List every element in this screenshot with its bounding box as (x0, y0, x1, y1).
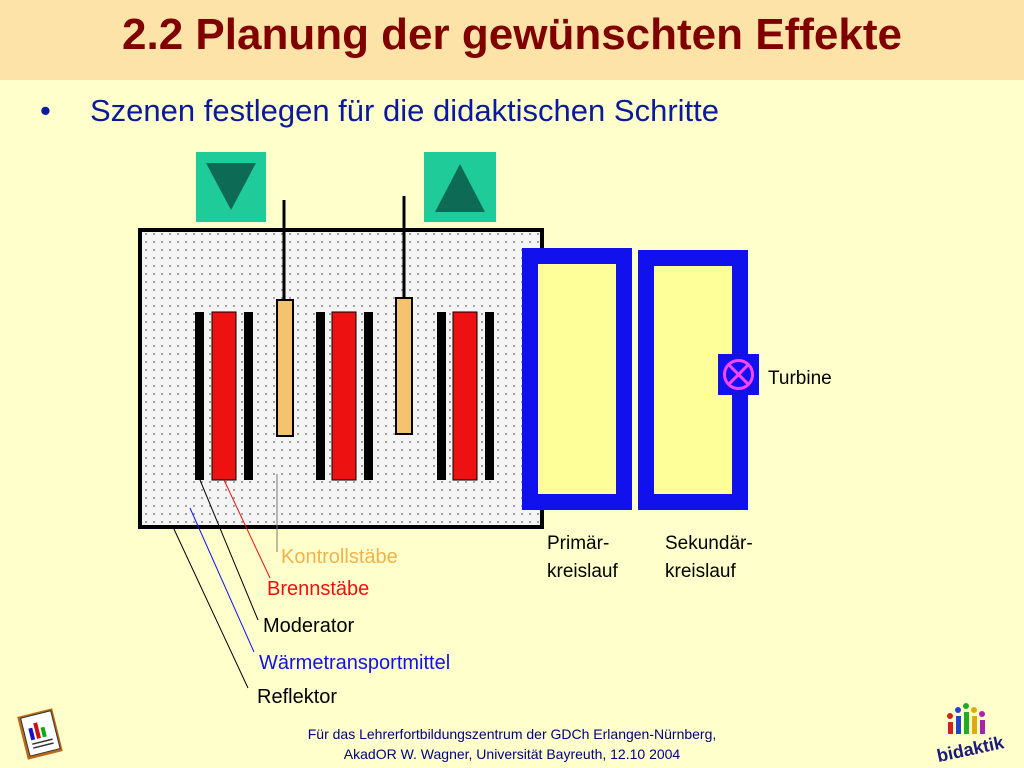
control-rod (395, 297, 413, 435)
primary-loop (522, 248, 632, 510)
label-sekundaer-line1: Sekundär- (665, 533, 753, 554)
leader-moderator (199, 479, 259, 621)
raise-rods-button[interactable] (424, 152, 496, 222)
circle-x-icon (723, 359, 754, 390)
document-chart-icon[interactable] (17, 708, 63, 760)
leader-waermetransport (189, 507, 255, 653)
bullet-text: Szenen festlegen für die didaktischen Sc… (90, 93, 719, 128)
triangle-down-icon (206, 163, 256, 210)
fuel-rod (331, 311, 357, 481)
fuel-rod (211, 311, 237, 481)
triangle-up-icon (435, 164, 485, 212)
bullet-item: • Szenen festlegen für die didaktischen S… (40, 93, 719, 129)
label-sekundaer-line2: kreislauf (665, 561, 736, 582)
label-brennstaebe: Brennstäbe (267, 578, 370, 600)
leader-brennstaebe (223, 479, 271, 579)
label-primaerkreislauf: Primär- kreislauf (547, 530, 618, 586)
leader-reflektor (172, 526, 249, 689)
label-primaer-line2: kreislauf (547, 561, 618, 582)
turbine (718, 354, 759, 395)
label-sekundaerkreislauf: Sekundär- kreislauf (665, 530, 753, 586)
fuel-rod (452, 311, 478, 481)
footer-line1: Für das Lehrerfortbildungszentrum der GD… (307, 726, 717, 742)
bullet-dot: • (40, 93, 51, 128)
footer: Für das Lehrerfortbildungszentrum der GD… (0, 724, 1024, 764)
label-kontrollstaebe: Kontrollstäbe (281, 546, 398, 568)
label-reflektor: Reflektor (257, 686, 338, 708)
label-primaer-line1: Primär- (547, 533, 610, 554)
label-waermetransportmittel: Wärmetransportmittel (259, 652, 451, 674)
fuel-assembly (195, 311, 253, 481)
lower-rods-button[interactable] (196, 152, 266, 222)
label-moderator: Moderator (263, 615, 355, 637)
control-rod (276, 299, 294, 437)
fuel-assembly (437, 311, 494, 481)
label-turbine: Turbine (768, 368, 832, 389)
fuel-assembly (316, 311, 373, 481)
slide-title: 2.2 Planung der gewünschten Effekte (122, 10, 902, 59)
footer-line2: AkadOR W. Wagner, Universität Bayreuth, … (343, 746, 681, 762)
title-bar (0, 0, 1024, 80)
